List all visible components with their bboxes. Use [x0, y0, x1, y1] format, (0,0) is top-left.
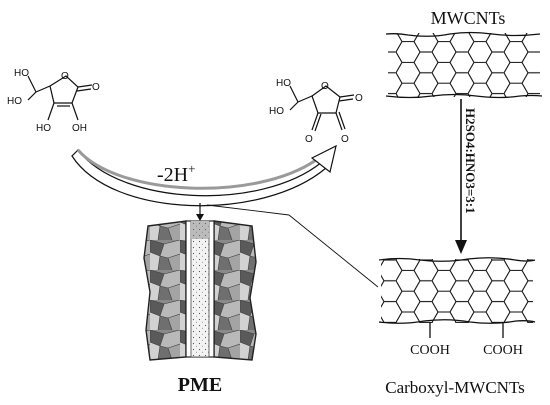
ascorbic-acid-structure: O O HO HO HO OH [7, 68, 100, 134]
ring-oxygen-label: O [321, 81, 329, 92]
hydroxyl-label: HO [269, 106, 284, 117]
arrow-down-icon [196, 214, 204, 221]
mwcnt-tube [385, 31, 543, 99]
arrow-down-icon [455, 240, 467, 254]
keto-oxygen-label: O [305, 134, 313, 145]
acid-ratio-label: H2SO4:HNO3=3:1 [463, 108, 478, 214]
pme-electrode [143, 203, 257, 361]
reaction-label: -2H+ [157, 161, 195, 186]
hydroxyl-label: OH [72, 123, 87, 134]
mwcnts-label: MWCNTs [431, 8, 506, 28]
carboxyl-mwcnt-tube [378, 257, 536, 338]
dehydroascorbic-acid-structure: O O HO HO O O [269, 78, 363, 145]
reaction-label-text: -2H [157, 164, 188, 186]
reaction-label-superscript: + [188, 161, 195, 176]
hydroxyl-label: HO [7, 96, 22, 107]
pme-label: PME [178, 374, 222, 396]
hydroxyl-label: HO [276, 78, 291, 89]
reaction-arrow [71, 144, 337, 207]
arrow-head-icon [310, 144, 337, 174]
cooh-group-label: COOH [483, 343, 523, 358]
carbonyl-oxygen-label: O [355, 93, 363, 104]
keto-oxygen-label: O [341, 134, 349, 145]
carboxyl-mwcnts-label: Carboxyl-MWCNTs [385, 378, 525, 397]
ring-oxygen-label: O [61, 71, 69, 82]
acid-treatment-arrow [455, 99, 467, 254]
cooh-group-label: COOH [410, 343, 450, 358]
zoom-connector [206, 204, 379, 288]
hydroxyl-label: HO [14, 68, 29, 79]
hydroxyl-label: HO [36, 123, 51, 134]
carbonyl-oxygen-label: O [92, 82, 100, 93]
